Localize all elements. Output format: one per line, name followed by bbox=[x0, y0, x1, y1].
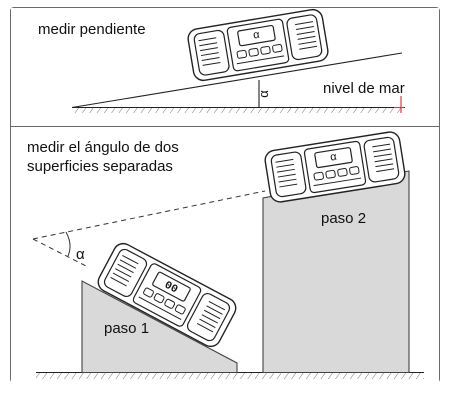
ground-hatch-top bbox=[72, 108, 402, 113]
display-alpha-step2: α bbox=[329, 151, 338, 164]
title-measure-angle-line2: superficies separadas bbox=[27, 158, 173, 175]
dashed-reference-lower bbox=[32, 238, 89, 268]
slope-line bbox=[71, 52, 403, 109]
ground-hatch-bottom bbox=[36, 373, 424, 379]
display-reading-step1: 00 bbox=[162, 280, 179, 297]
step1-label: paso 1 bbox=[104, 320, 150, 337]
step1-block bbox=[81, 280, 238, 374]
alpha-top-label: α bbox=[256, 90, 271, 98]
step2-label: paso 2 bbox=[321, 210, 367, 227]
sea-level-label: nivel de mar bbox=[323, 80, 405, 97]
step2-block bbox=[262, 170, 410, 374]
dashed-reference-upper bbox=[32, 190, 266, 240]
inclinometer-step2: α bbox=[263, 129, 407, 205]
inclinometer-top: α bbox=[185, 7, 331, 83]
display-alpha-top: α bbox=[252, 29, 261, 42]
angle-arc bbox=[65, 231, 71, 257]
inclinometer-step1: 00 bbox=[94, 239, 240, 351]
title-measure-angle-line1: medir el ángulo de dos bbox=[27, 139, 179, 156]
alpha-label-bottom: α bbox=[76, 246, 85, 263]
title-measure-slope: medir pendiente bbox=[38, 21, 146, 38]
